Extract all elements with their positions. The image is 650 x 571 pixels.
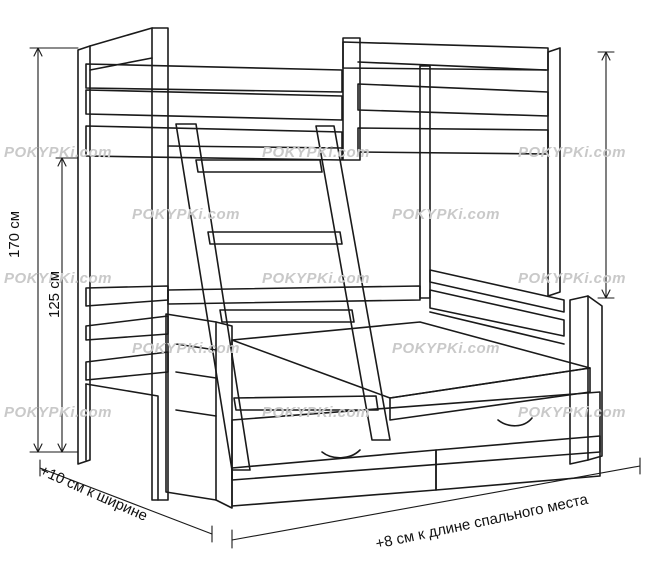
height-lower-label: 125 см [46,270,63,318]
dimension-lines [29,47,641,549]
height-total-label: 170 см [6,210,23,258]
ladder [175,123,391,471]
back-frame [342,37,561,299]
left-frame [77,27,343,501]
lower-bunk [165,269,603,509]
